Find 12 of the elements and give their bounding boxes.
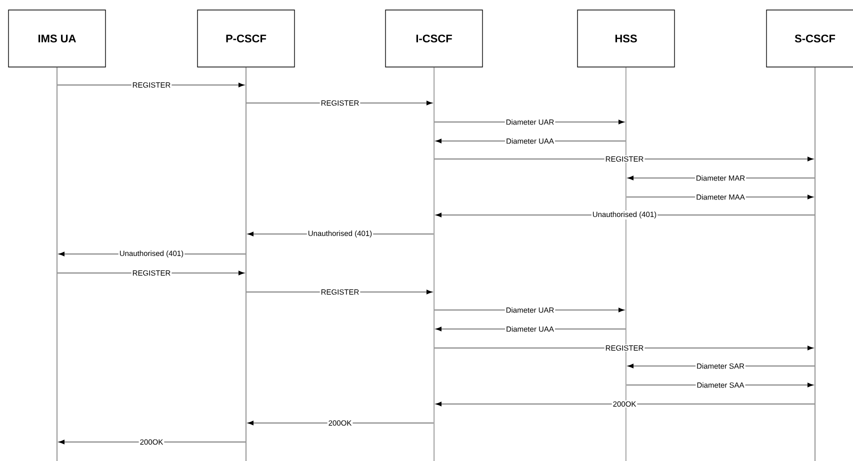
participant-box: IMS UA (8, 10, 106, 68)
message-arrow (434, 156, 814, 162)
participant-box: S-CSCF (766, 10, 853, 68)
lifeline (56, 67, 58, 461)
participant-box: I-CSCF (385, 10, 483, 68)
participant-box: P-CSCF (197, 10, 295, 68)
participant-box: HSS (577, 10, 675, 68)
message-arrow (58, 440, 246, 444)
message-arrow (247, 420, 434, 426)
message-arrow (435, 402, 815, 406)
message-arrow (434, 346, 814, 350)
lifeline (814, 67, 816, 461)
